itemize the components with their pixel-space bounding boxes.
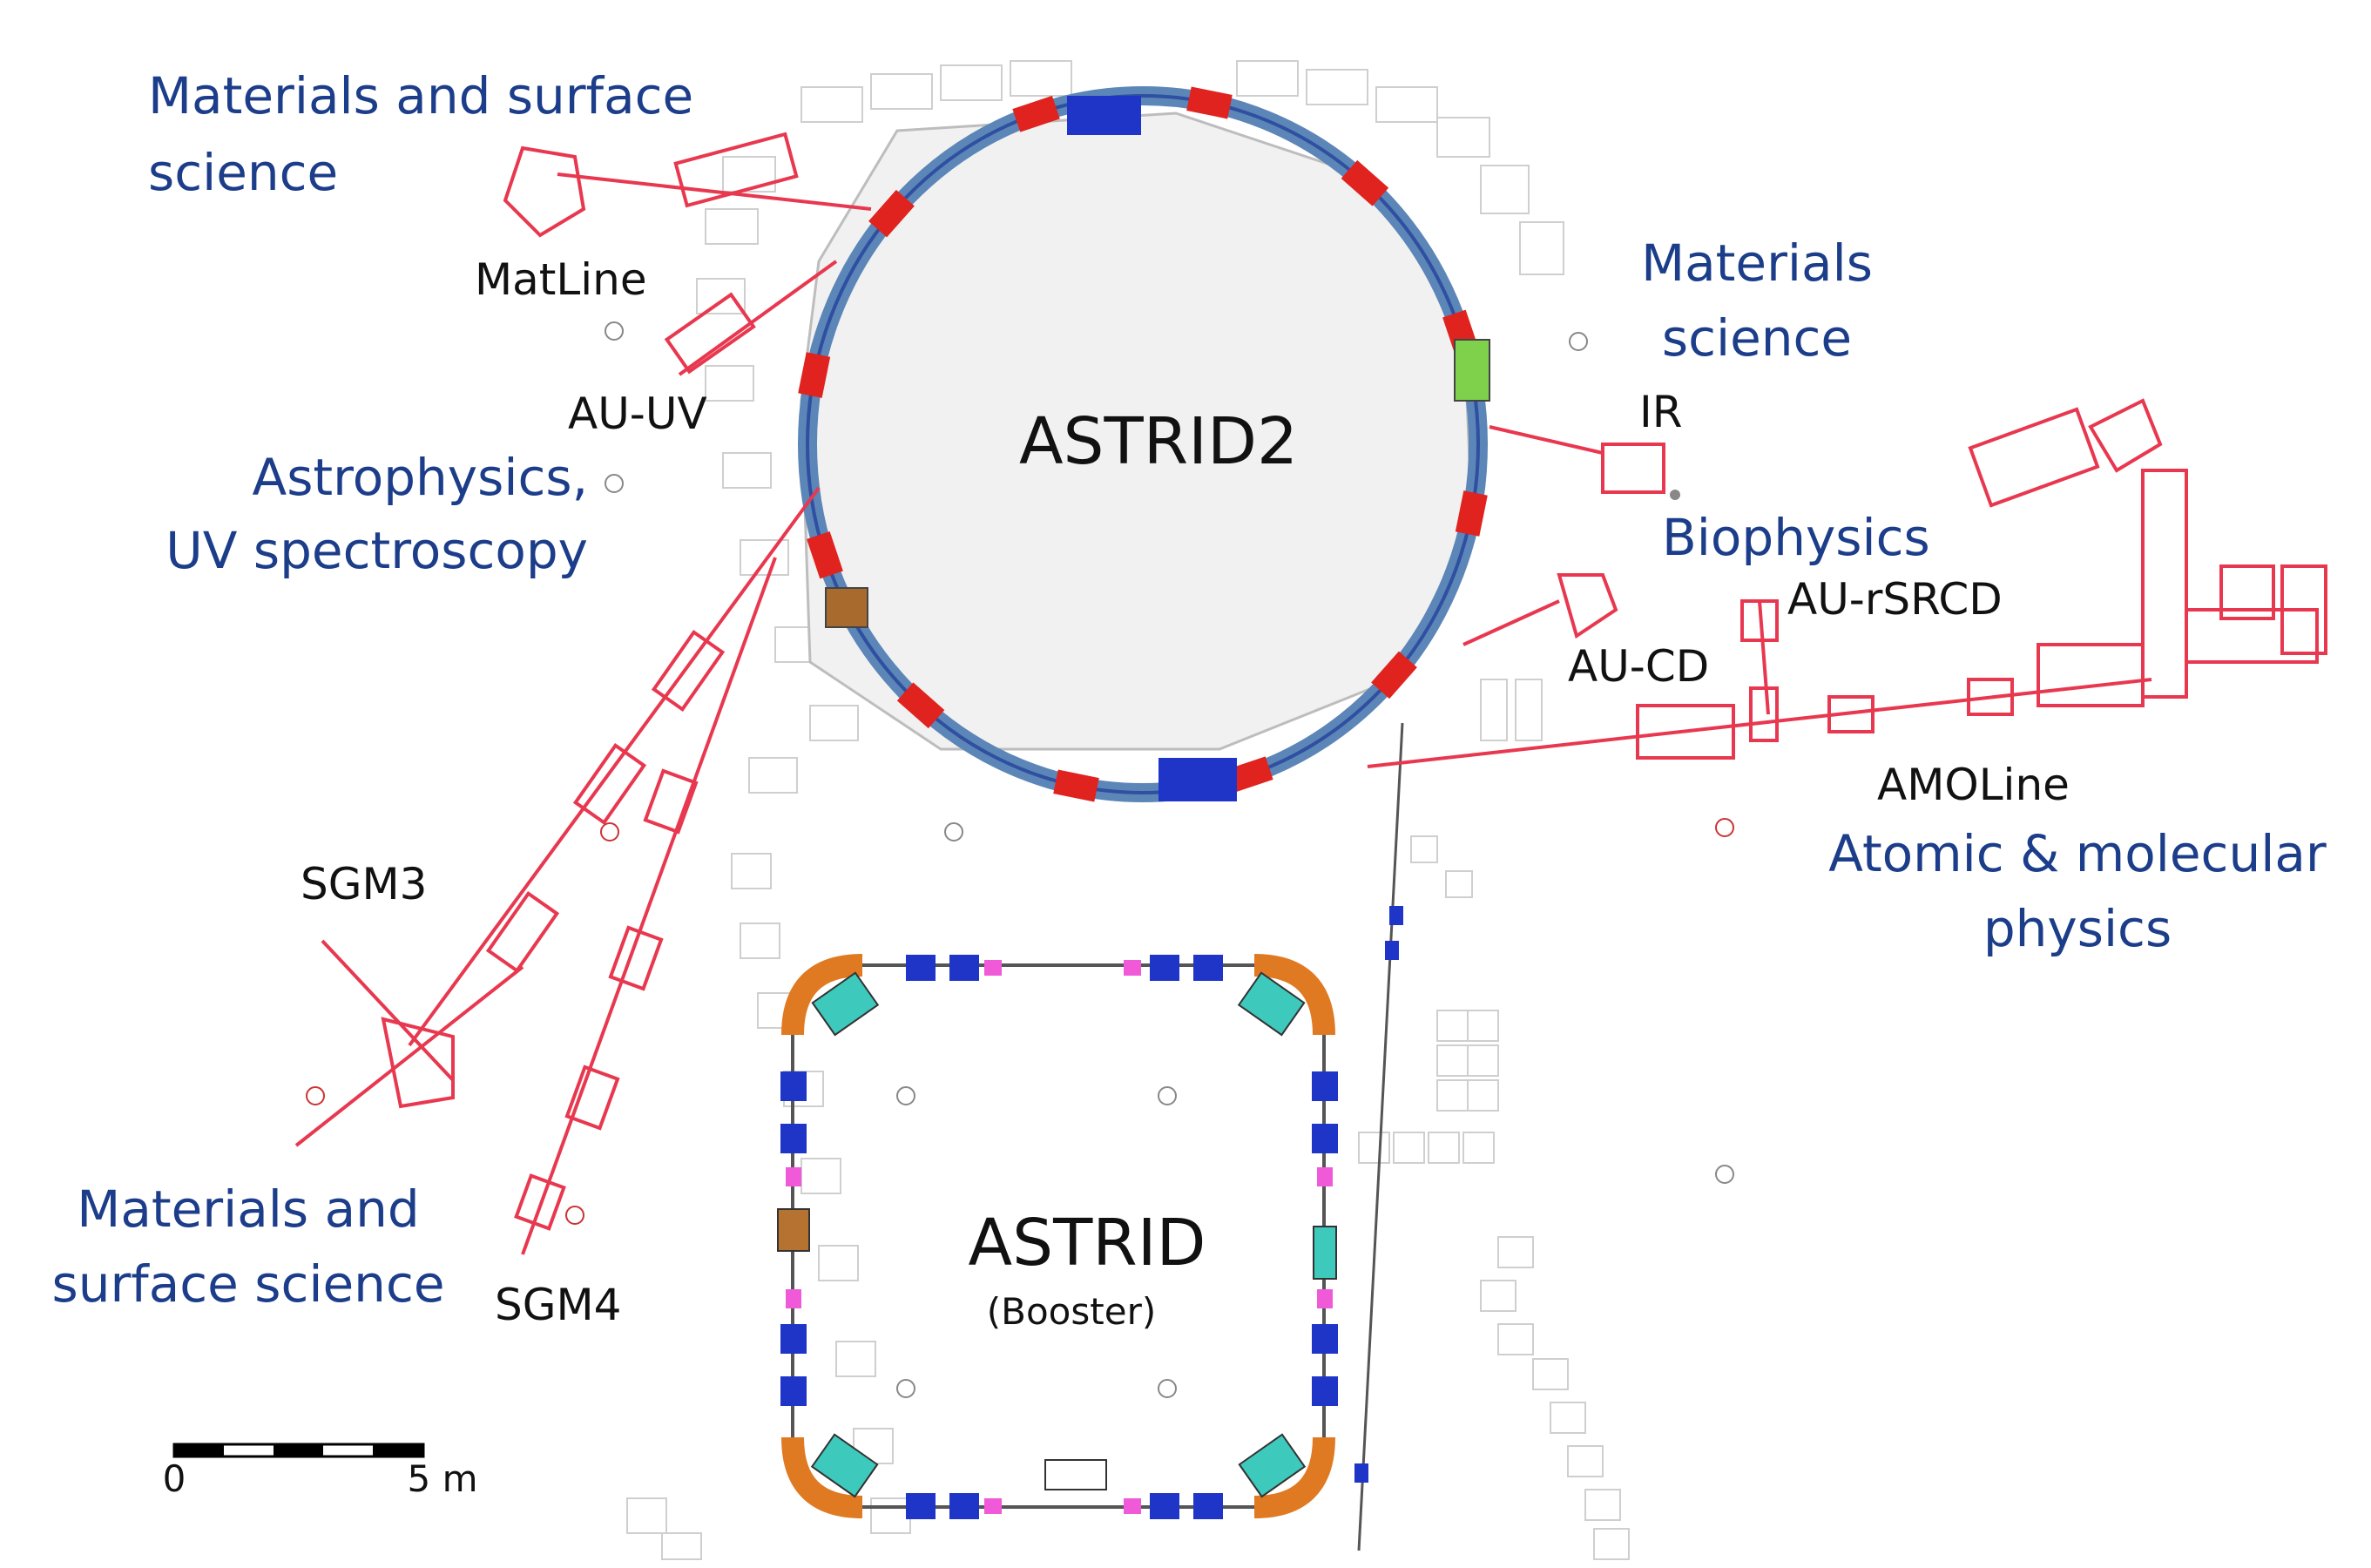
bending-magnet — [1455, 490, 1488, 537]
area-label-materials-surface-top-line2: science — [148, 143, 338, 202]
astrid-label: ASTRID — [968, 1206, 1206, 1281]
beamline-label-ir: IR — [1639, 387, 1683, 437]
astrid2-insertion-device — [1454, 339, 1490, 402]
astrid2-injection — [1158, 758, 1237, 801]
bending-magnet — [1226, 756, 1273, 794]
bending-magnet — [868, 189, 915, 238]
astrid2-label: ASTRID2 — [1019, 404, 1298, 479]
beamlines — [294, 132, 2327, 1255]
beamline-label-sgm4: SGM4 — [495, 1280, 621, 1330]
bending-magnet — [798, 352, 831, 398]
astrid2-kicker — [825, 587, 868, 628]
scale-label-start: 0 — [163, 1457, 186, 1500]
au-rsrcd-beamline — [1758, 600, 1770, 715]
area-label-materials-surface-bottom-line1: Materials and — [77, 1179, 419, 1239]
area-label-biophysics: Biophysics — [1662, 508, 1930, 567]
beamline-label-au-cd: AU-CD — [1568, 641, 1709, 692]
au-cd-beamline — [1462, 599, 1560, 646]
area-label-materials-science-line2: science — [1662, 308, 1852, 368]
bending-magnet — [1371, 651, 1417, 700]
reference-markers — [306, 321, 1734, 1398]
booster-rf-cavity — [777, 1208, 810, 1252]
booster-sublabel: (Booster) — [987, 1290, 1156, 1333]
area-label-materials-science-line1: Materials — [1641, 233, 1873, 293]
area-label-astrophysics-line1: Astrophysics, — [253, 448, 588, 507]
area-label-astrophysics-line2: UV spectroscopy — [165, 521, 588, 580]
bending-magnet — [1186, 86, 1233, 119]
area-label-atomic-molecular-line1: Atomic & molecular — [1828, 824, 2327, 883]
area-label-materials-surface-bottom-line2: surface science — [51, 1254, 444, 1314]
beamline-label-amoline: AMOLine — [1877, 760, 2070, 810]
beamline-label-au-rsrcd: AU-rSRCD — [1787, 574, 2003, 625]
amoline-beamline — [1367, 678, 2152, 768]
scale-bar: 0 5 m — [163, 1443, 478, 1500]
booster-injection-box — [1044, 1459, 1107, 1490]
bending-magnet — [896, 682, 945, 729]
bending-magnet — [1053, 769, 1099, 802]
sgm3-beamline — [408, 486, 821, 1047]
beamline-label-matline: MatLine — [475, 254, 647, 305]
astrid-booster-ring — [777, 954, 1338, 1519]
astrid2-ring — [798, 86, 1490, 802]
beamline-label-au-uv: AU-UV — [568, 389, 707, 439]
bending-magnet — [807, 531, 843, 579]
ir-beamline — [1489, 425, 1604, 455]
matline-beamline — [557, 172, 872, 211]
scale-label-end: 5 m — [408, 1457, 478, 1500]
sgm4-beamline — [521, 557, 777, 1255]
beamline-label-sgm3: SGM3 — [301, 859, 427, 909]
astrid2-rf-cavity — [1067, 96, 1141, 135]
area-label-atomic-molecular-line2: physics — [1983, 899, 2172, 958]
au-uv-beamline — [678, 260, 838, 376]
transfer-line — [1357, 722, 1404, 1551]
concrete-blocks — [626, 60, 1630, 1560]
area-label-materials-surface-top-line1: Materials and surface — [148, 66, 693, 125]
bending-magnet — [1341, 159, 1389, 206]
bending-magnet — [1012, 95, 1060, 132]
